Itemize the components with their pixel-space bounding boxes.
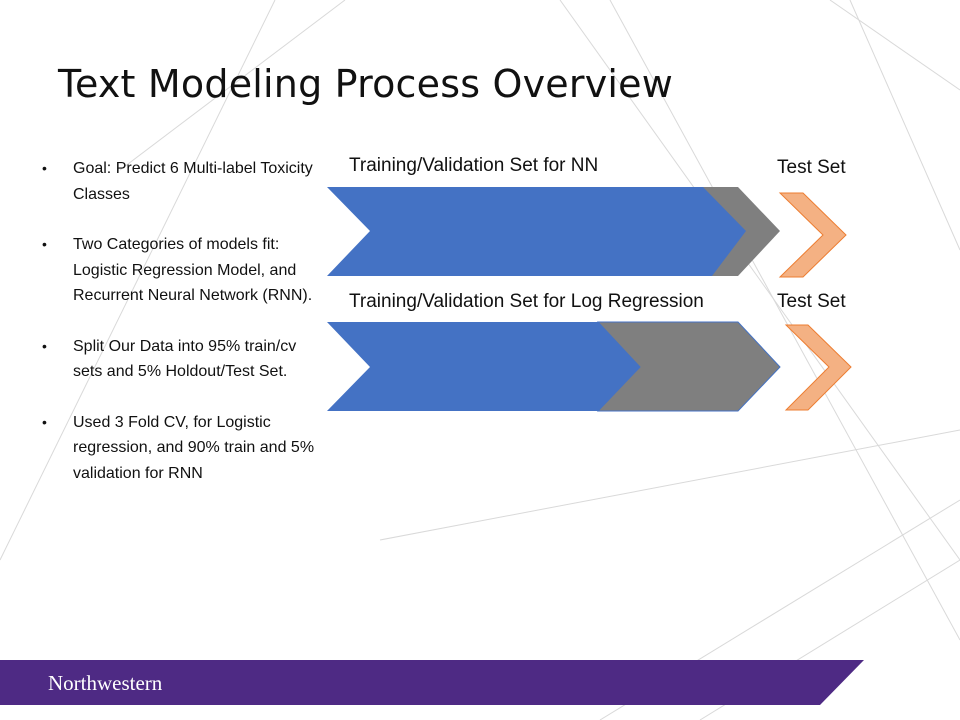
bullet-marker: •: [42, 236, 47, 252]
row2-test-label: Test Set: [777, 291, 846, 312]
slide-title: Text Modeling Process Overview: [58, 62, 674, 106]
footer-band: [0, 660, 864, 705]
bullet-item: • Split Our Data into 95% train/cv sets …: [40, 334, 315, 385]
row2-label: Training/Validation Set for Log Regressi…: [349, 291, 704, 312]
bullet-item: • Used 3 Fold CV, for Logistic regressio…: [40, 410, 315, 487]
row1-training-chevron: [327, 187, 746, 276]
northwestern-wordmark[interactable]: Northwestern: [48, 671, 163, 695]
row2-test-chevron: [784, 324, 852, 411]
bullet-list: • Goal: Predict 6 Multi-label Toxicity C…: [40, 156, 315, 511]
bullet-text: Used 3 Fold CV, for Logistic regression,…: [73, 413, 315, 482]
bullet-text: Two Categories of models fit: Logistic R…: [73, 236, 313, 304]
row1-label: Training/Validation Set for NN: [349, 155, 599, 176]
bullet-text: Goal: Predict 6 Multi-label Toxicity Cla…: [73, 160, 313, 203]
bullet-item: • Goal: Predict 6 Multi-label Toxicity C…: [40, 156, 315, 207]
row1-test-chevron: [778, 192, 847, 278]
bullet-marker: •: [42, 413, 47, 430]
bullet-item: • Two Categories of models fit: Logistic…: [40, 232, 315, 309]
bullet-marker: •: [42, 337, 47, 354]
row2-training-chevron: [327, 322, 640, 411]
row1-test-label: Test Set: [777, 157, 846, 178]
bullet-text: Split Our Data into 95% train/cv sets an…: [73, 337, 297, 381]
bullet-marker: •: [42, 160, 47, 176]
